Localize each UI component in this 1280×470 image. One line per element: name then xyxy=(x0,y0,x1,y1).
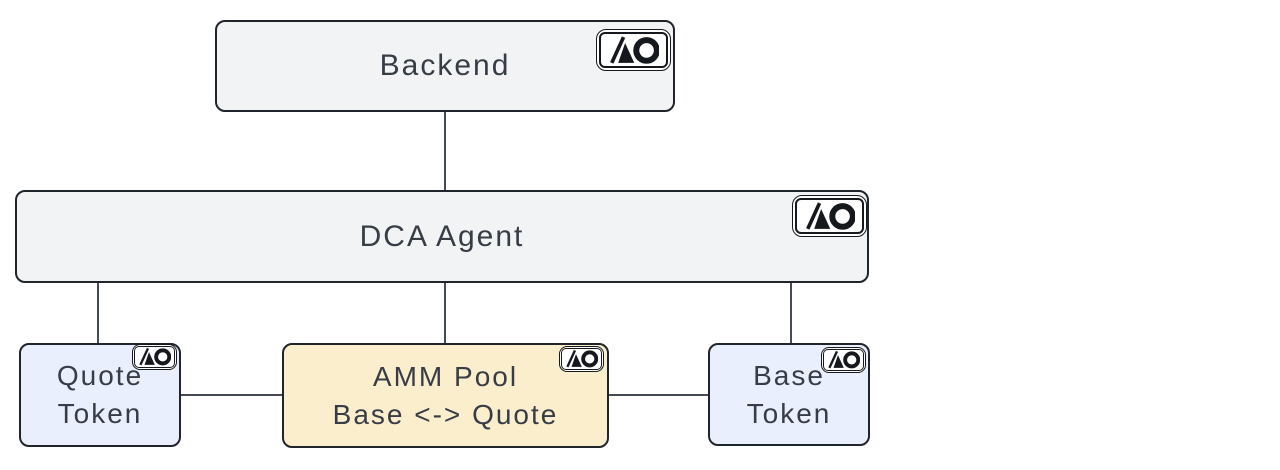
ao-logo-badge xyxy=(596,29,671,71)
amm-pool-label: AMM Pool Base <-> Quote xyxy=(332,360,559,430)
connector-amm-pool-to-base-token xyxy=(609,394,708,396)
ao-logo-icon xyxy=(566,350,598,368)
node-backend: Backend xyxy=(215,20,675,112)
ao-logo-frame xyxy=(795,198,864,234)
node-base-token: Base Token xyxy=(708,343,870,446)
ao-logo-frame xyxy=(134,346,175,368)
connector-dca-agent-to-amm-pool xyxy=(444,283,446,343)
dca-agent-label: DCA Agent xyxy=(359,219,525,253)
ao-logo-icon xyxy=(828,351,860,369)
ao-logo-icon xyxy=(139,348,171,366)
ao-logo-frame xyxy=(561,348,602,370)
ao-logo-badge xyxy=(821,347,866,373)
ao-logo-frame xyxy=(823,349,864,371)
ao-logo-icon xyxy=(805,202,856,230)
node-dca-agent: DCA Agent xyxy=(15,190,869,283)
quote-token-label: Quote Token xyxy=(56,360,144,429)
ao-logo-frame xyxy=(599,32,668,68)
node-amm-pool: AMM Pool Base <-> Quote xyxy=(282,343,609,448)
backend-label: Backend xyxy=(379,49,511,82)
ao-logo-badge xyxy=(792,195,867,237)
ao-logo-badge xyxy=(132,344,177,370)
connector-dca-agent-to-quote-token xyxy=(97,283,99,343)
ao-logo-badge xyxy=(559,346,604,372)
ao-logo-icon xyxy=(609,36,660,64)
connector-quote-token-to-amm-pool xyxy=(181,394,282,396)
connector-dca-agent-to-base-token xyxy=(790,283,792,343)
connector-backend-to-dca-agent xyxy=(444,112,446,190)
base-token-label: Base Token xyxy=(746,359,832,429)
node-quote-token: Quote Token xyxy=(19,343,181,447)
